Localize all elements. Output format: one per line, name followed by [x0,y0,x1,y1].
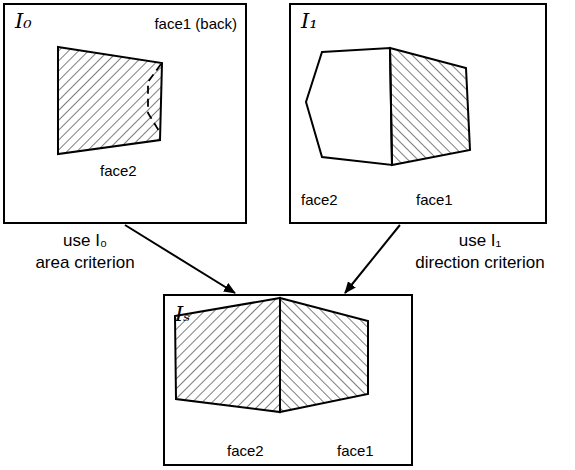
face-polygon [58,47,162,154]
image-title: I₀ [15,9,32,33]
image-title: I₁ [301,9,318,33]
face-label: face2 [227,442,264,459]
image-title: Iₛ [175,302,190,326]
image-frame: Iₛ face2 face1 [163,294,413,466]
face-label: face1 [337,442,374,459]
face-polygon [306,48,392,165]
face-label: face1 (back) [154,15,237,32]
image-frame: I₁ face2 face1 [289,3,547,224]
face-label: face1 [416,191,453,208]
face-polygon [175,298,280,412]
face-label: face2 [100,162,137,179]
face-polygon [280,298,368,412]
connector-arrow [125,225,235,293]
edge-label: use I₁ direction criterion [415,230,544,274]
hidden-edge [148,64,161,131]
face-label: face2 [301,191,338,208]
face-polygon [390,48,470,165]
image-frame: I₀ face1 (back) face2 [3,3,247,224]
connector-arrow [345,225,400,293]
edge-label: use I₀ area criterion [35,230,134,274]
